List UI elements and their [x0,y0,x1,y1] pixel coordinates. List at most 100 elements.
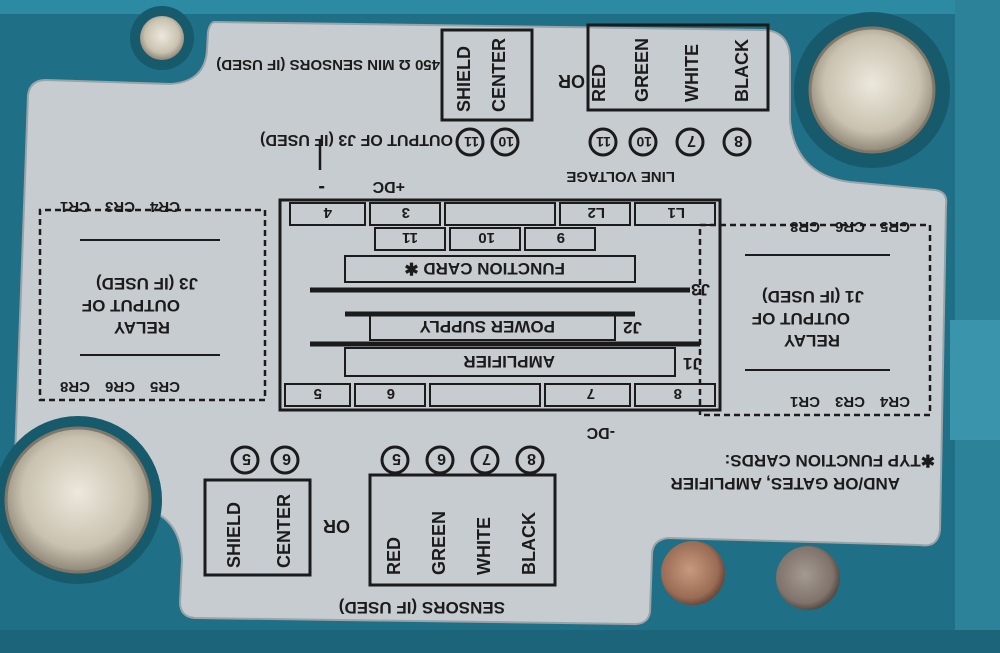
circle-terminal [270,445,300,475]
center-shield-box-top [440,28,534,122]
relay-left-line1: RELAY [113,318,170,337]
label-black-top: BLACK [732,39,752,102]
label-function-card: FUNCTION CARD ✱ [404,259,565,278]
label-center-bottom: CENTER [274,494,294,568]
circle-terminal [455,127,485,157]
slot-power-supply [369,313,616,341]
screw-top-left [140,16,184,60]
circle-label: 8 [734,132,743,149]
relay-left-cr: CR6 [105,378,135,395]
terminal-cell-label: 11 [402,229,418,246]
terminal-cell [559,202,631,226]
terminal-cell [524,227,596,251]
label-white-bottom: WHITE [474,517,494,575]
relay-left-cr: CR4 [149,198,180,215]
terminal-row-top: L1 L2 3 4 [289,202,716,226]
circle-label: 8 [527,450,536,467]
center-shield-box-bottom [203,478,312,577]
label-shield-bottom: SHIELD [224,502,244,568]
circle-terminal [230,445,260,475]
label-output-j3: OUTPUT OF J3 (IF USED) [260,131,453,148]
circle-label: 10 [636,134,652,150]
relay-left-cr: CR5 [150,378,180,395]
color-wire-box-top [586,23,770,112]
terminal-cell [444,202,556,226]
circle-terminal [588,127,618,157]
terminal-cell-label: 5 [314,385,322,402]
slot-function-card [344,255,636,283]
circle-label: 11 [464,134,479,150]
rivet-bottom-1 [661,541,725,605]
relay-right-cr: CR8 [790,218,820,235]
terminal-cell [374,227,446,251]
circle-terminal [470,445,500,475]
label-power-supply: POWER SUPPLY [419,317,555,336]
relay-right-cr: CR5 [880,218,910,235]
relay-box-right [698,223,932,417]
label-typ-function: ✱TYP FUNCTION CARDS: [725,451,935,470]
label-or-bottom: OR [323,516,350,536]
label-or-top: OR [558,71,585,91]
housing-right-block [950,320,1000,440]
circle-label: 11 [596,134,611,150]
circle-terminal [628,127,658,157]
circle-terminal [380,445,410,475]
relay-left-cr: CR3 [105,198,135,215]
terminal-cell [429,383,541,407]
circle-terminal [490,127,520,157]
label-red-bottom: RED [384,537,404,575]
relay-left-cr: CR1 [60,198,90,215]
inverted-print: CENTER SHIELD 450 Ω MIN SENSORS (IF USED… [38,23,935,617]
circle-terminal [675,127,705,157]
label-plus-dc: +DC [372,178,405,195]
terminal-cell-label: L1 [667,204,685,221]
circle-label: 7 [482,450,491,467]
circle-label: 5 [392,450,401,467]
terminal-cell-label: 10 [478,229,495,246]
label-white-top: WHITE [682,44,702,102]
label-shield-top: SHIELD [454,46,474,112]
circle-label: 5 [242,450,251,467]
terminal-circles-bottom: 8 7 6 5 6 5 [230,445,545,475]
label-line-voltage: LINE VOLTAGE [566,168,675,185]
circle-label: 6 [437,450,446,467]
circle-terminal [515,445,545,475]
terminal-cell [354,383,426,407]
relay-right-cr: CR3 [835,393,865,410]
terminal-cell-label: 3 [402,204,410,221]
terminal-cell-label: 9 [557,229,565,246]
terminal-cell [289,202,366,226]
terminal-cell [634,202,716,226]
terminal-cell-label: 8 [674,385,682,402]
terminal-cell-label: 6 [387,385,395,402]
relay-right-cr: CR6 [835,218,865,235]
terminal-row-second: 9 10 11 [374,227,596,251]
terminal-cell [449,227,521,251]
circle-label: 6 [282,450,291,467]
terminal-row-bottom: 8 7 6 5 [284,383,716,407]
relay-right-line3: J1 (IF USED) [762,287,864,306]
circle-terminal [722,127,752,157]
label-sensors-top: 450 Ω MIN SENSORS (IF USED) [216,56,440,73]
label-j1: J1 [683,354,702,373]
screw-bottom-left [4,426,152,574]
label-amplifier: AMPLIFIER [463,352,555,371]
relay-right-line1: RELAY [783,331,840,350]
label-center-top: CENTER [489,38,509,112]
relay-right-cr: CR4 [879,393,910,410]
relay-right-line2: OUTPUT OF [752,309,850,328]
terminal-cell-label: 4 [323,204,332,221]
label-red-top: RED [589,64,609,102]
terminal-cell [544,383,631,407]
label-sensors-bottom: SENSORS (IF USED) [339,598,505,617]
relay-left-cr: CR8 [60,378,90,395]
housing-bottom-edge [0,630,1000,653]
terminal-circles-top: 8 7 10 11 10 11 [455,127,752,157]
slot-amplifier [344,347,676,377]
relay-box-left [38,208,267,402]
label-green-top: GREEN [632,38,652,102]
terminal-cell-label: L2 [587,204,605,221]
circle-label: 10 [498,134,514,150]
label-minus-top: - [318,177,325,199]
